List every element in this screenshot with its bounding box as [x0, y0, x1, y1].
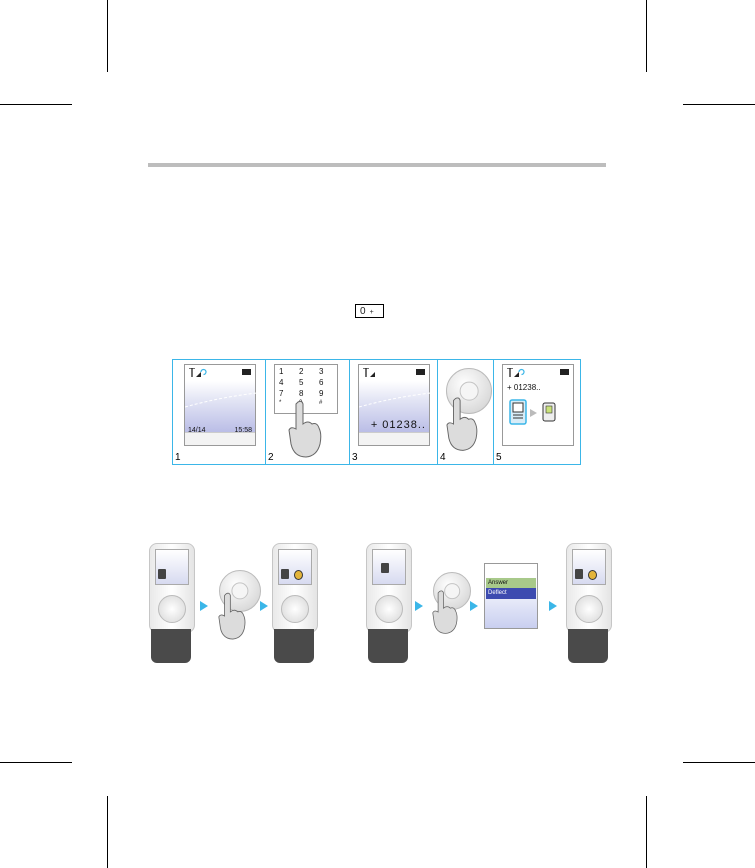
crop-mark: [0, 104, 72, 105]
battery-icon: [242, 369, 251, 375]
step-number: 5: [496, 452, 502, 463]
menu-item-answer[interactable]: Answer: [486, 578, 536, 588]
crop-mark: [646, 0, 647, 72]
step-panel-4: 4: [437, 360, 494, 464]
battery-icon: [560, 369, 569, 375]
arrow-icon: [200, 601, 208, 611]
finger-icon: [446, 397, 478, 451]
crop-mark: [683, 762, 755, 763]
step-number: 4: [440, 452, 446, 463]
wave-decoration: [185, 392, 257, 408]
keypad-key[interactable]: 9: [319, 389, 324, 398]
keypad-slide: [368, 629, 408, 663]
incoming-call-icon: [158, 569, 166, 579]
idle-time: 15:58: [234, 427, 252, 434]
navigation-pad: [433, 572, 471, 610]
arrow-icon: [260, 601, 268, 611]
navigation-pad: [219, 570, 261, 612]
calling-number: + 01238..: [507, 383, 541, 392]
slider-phone: [272, 543, 318, 663]
incoming-call-icon: [381, 563, 389, 573]
dialing-screen: + 01238..: [358, 364, 431, 446]
keypad-key[interactable]: 4: [279, 378, 284, 387]
crop-mark: [646, 796, 647, 868]
step-number: 3: [352, 452, 358, 463]
key-digit: 0: [360, 306, 366, 317]
bell-icon: [588, 570, 597, 580]
finger-icon: [218, 592, 246, 640]
signal-icon: [363, 368, 375, 377]
navigation-pad: [575, 595, 603, 623]
keypad-key[interactable]: *: [279, 400, 282, 406]
phone-screen: [278, 549, 312, 585]
calling-screen: + 01238..: [502, 364, 574, 446]
keypad-slide: [151, 629, 191, 663]
crop-mark: [0, 762, 72, 763]
navigation-pad: [375, 595, 403, 623]
refresh-icon: [518, 368, 525, 376]
wave-decoration: [359, 392, 431, 408]
keypad-key[interactable]: 7: [279, 389, 284, 398]
keypad-key[interactable]: 3: [319, 367, 324, 376]
keypad-slide: [274, 629, 314, 663]
idle-screen: 14/14 15:58: [184, 364, 257, 446]
incoming-call-icon: [281, 569, 289, 579]
step-number: 1: [175, 452, 181, 463]
dialed-number: + 01238..: [370, 419, 426, 431]
arrow-icon: [549, 601, 557, 611]
phone-call-icon: [509, 399, 556, 425]
crop-mark: [683, 104, 755, 105]
step-panel-5: + 01238.. 5: [493, 360, 581, 464]
slider-phone: [566, 543, 612, 663]
keypad-key[interactable]: 5: [299, 378, 304, 387]
crop-mark: [107, 796, 108, 868]
step-panel-3: + 01238.. 3: [349, 360, 438, 464]
refresh-icon: [200, 368, 207, 376]
slider-phone: [149, 543, 195, 663]
slider-phone: [366, 543, 412, 663]
header-rule: [148, 163, 606, 167]
menu-item-deflect[interactable]: Deflect: [486, 588, 536, 598]
call-options-menu: Answer Deflect: [484, 563, 538, 629]
keypad-key[interactable]: 1: [279, 367, 284, 376]
signal-icon: [507, 368, 519, 377]
keypad-key[interactable]: 6: [319, 378, 324, 387]
step-number: 2: [268, 452, 274, 463]
finger-icon: [432, 590, 458, 634]
arrow-icon: [470, 601, 478, 611]
phone-screen: [155, 549, 189, 585]
crop-mark: [107, 0, 108, 72]
idle-date: 14/14: [188, 427, 206, 434]
keypad-key[interactable]: #: [319, 400, 323, 406]
navigation-pad: [158, 595, 186, 623]
keypad-key[interactable]: 8: [299, 389, 304, 398]
signal-icon: [189, 368, 201, 377]
battery-icon: [416, 369, 425, 375]
navigation-pad: [281, 595, 309, 623]
bell-icon: [294, 570, 303, 580]
keypad-slide: [568, 629, 608, 663]
zero-plus-key: 0+: [355, 304, 384, 318]
key-symbol: +: [369, 309, 374, 316]
phone-screen: [372, 549, 406, 585]
incoming-call-icon: [575, 569, 583, 579]
phone-screen: [572, 549, 606, 585]
finger-icon: [288, 400, 322, 458]
arrow-icon: [415, 601, 423, 611]
keypad-key[interactable]: 2: [299, 367, 304, 376]
step-panel-1: 14/14 15:58 1: [173, 360, 265, 464]
